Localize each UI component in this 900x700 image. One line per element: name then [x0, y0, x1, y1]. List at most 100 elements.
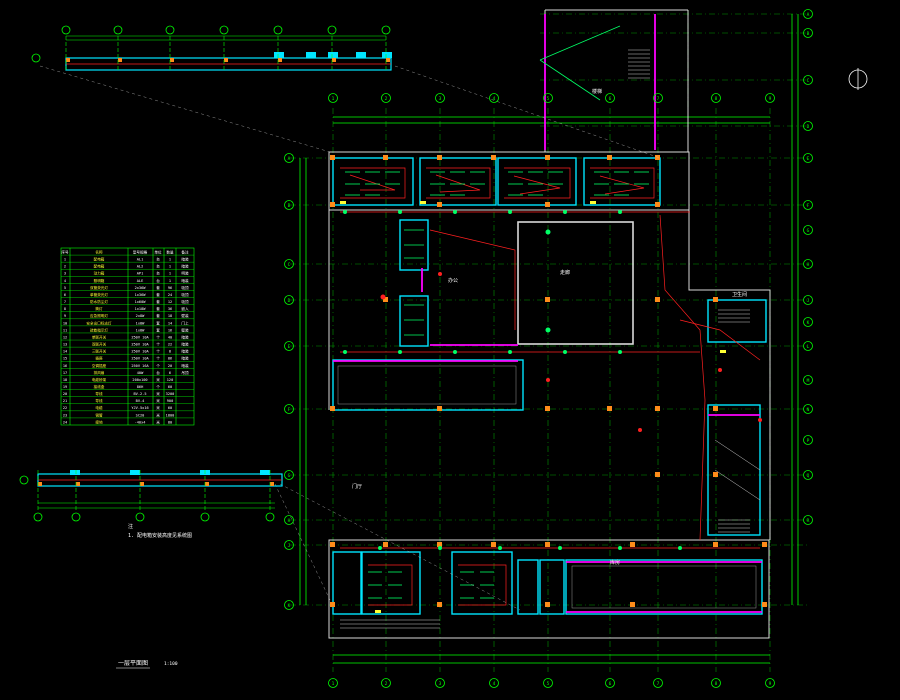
legend-cell: 米: [156, 412, 160, 417]
right-axis-N-label: N: [807, 407, 810, 413]
legend-cell: 暗装: [181, 363, 189, 368]
top-axis-6-label: 6: [609, 96, 612, 102]
detail-strip-bottom: [19, 470, 283, 522]
bottom-axis-6-label: 6: [609, 681, 612, 687]
legend-cell: 23: [63, 413, 67, 417]
legend-cell: 7: [64, 300, 66, 304]
legend-cell: 接线盒: [94, 384, 105, 389]
legend-cell: 暗装: [181, 257, 189, 262]
top-axis-4-bubble: [489, 93, 499, 103]
legend-cell: 双联开关: [92, 342, 107, 347]
legend-cell: 单联开关: [92, 334, 107, 339]
top-axis-3-label: 3: [439, 96, 442, 102]
legend-cell: 1: [169, 279, 171, 283]
legend-cell: 套: [156, 292, 160, 297]
legend-header-cell: 备注: [181, 249, 189, 254]
legend-cell: 米: [156, 405, 160, 410]
right-axis-Q-label: Q: [807, 473, 810, 479]
right-axis-D-label: D: [807, 124, 810, 130]
legend-cell: 套: [156, 299, 160, 304]
ceiling-lights: [343, 210, 682, 550]
outer-walls: [328, 9, 771, 639]
bottom-axis-6-bubble: [605, 678, 615, 688]
legend-cell: 配电箱: [94, 257, 105, 262]
legend-cell: SC20: [136, 413, 145, 417]
bottom-axis-7-label: 7: [657, 681, 660, 687]
legend-cell: AL1: [137, 258, 144, 262]
legend-cell: 套: [156, 320, 160, 325]
legend-cell: 台: [156, 278, 160, 283]
note-title: 注: [128, 523, 133, 530]
detail-strip-top: [31, 25, 392, 72]
legend-cell: 1800: [166, 413, 175, 417]
top-axis-4-label: 4: [493, 96, 496, 102]
legend-cell: 门上: [181, 320, 189, 325]
right-axis-N-bubble: [803, 404, 813, 414]
interior-walls: [332, 157, 767, 615]
legend-cell: 5: [64, 286, 66, 290]
legend-cell: 吸顶: [181, 285, 189, 290]
legend-cell: 套: [156, 313, 160, 318]
legend-cell: 暗装: [181, 278, 189, 283]
legend-cell: 1x8W: [136, 328, 145, 332]
legend-cell: 暗装: [181, 334, 189, 339]
legend-cell: 18: [63, 378, 67, 382]
bottom-axis-7-bubble: [653, 678, 663, 688]
legend-cell: 壁装: [181, 327, 189, 332]
bottom-axis-4-bubble: [489, 678, 499, 688]
legend-cell: 6: [169, 371, 171, 375]
left-axis-J-label: J: [288, 543, 291, 549]
legend-cell: 1: [169, 265, 171, 269]
right-axis-L-bubble: [803, 341, 813, 351]
legend-cell: 250V 10A: [131, 350, 149, 354]
right-axis-E-bubble: [803, 153, 813, 163]
legend-cell: 60: [168, 406, 172, 410]
room-label-stair: 楼梯: [592, 88, 602, 95]
legend-cell: 3: [64, 272, 66, 276]
top-axis-1-bubble: [328, 93, 338, 103]
right-axis-C-label: C: [807, 78, 810, 84]
bottom-axis-1-label: 1: [332, 681, 335, 687]
right-axis-F-bubble: [803, 200, 813, 210]
legend-cell: -40x4: [135, 420, 146, 424]
room-labels: 楼梯 门厅 办公 走廊 库房 卫生间: [352, 88, 747, 566]
legend-cell: 11: [63, 328, 67, 332]
legend-cell: 19: [63, 385, 67, 389]
left-axis-K-label: K: [288, 603, 291, 609]
columns: [330, 155, 767, 607]
right-axis-P-bubble: [803, 435, 813, 445]
legend-cell: 86: [168, 357, 172, 361]
right-axis-F-label: F: [807, 203, 810, 209]
legend-cell: 套: [156, 327, 160, 332]
legend-cell: 空调插座: [92, 363, 107, 368]
legend-cell: 900: [167, 399, 174, 403]
legend-cell: 嵌入: [181, 306, 189, 311]
bottom-axis-2-label: 2: [385, 681, 388, 687]
left-axis-F-bubble: [284, 404, 294, 414]
room-label-hall: 门厅: [352, 483, 362, 490]
right-axis-H-label: H: [807, 262, 810, 268]
legend-header-cell: 型号规格: [133, 249, 148, 254]
legend-cell: 米: [156, 377, 160, 382]
legend-cell: 电缆: [95, 405, 103, 410]
top-axis-5-label: 5: [547, 96, 550, 102]
legend-cell: 米: [156, 419, 160, 424]
bottom-axis-2-bubble: [381, 678, 391, 688]
legend-cell: 86H: [137, 385, 144, 389]
right-axis-G-bubble: [803, 225, 813, 235]
legend-cell: AP1: [137, 272, 144, 276]
top-axis-2-label: 2: [385, 96, 388, 102]
power-wiring: [340, 167, 761, 606]
legend-cell: 米: [156, 391, 160, 396]
legend-cell: 个: [156, 334, 160, 339]
legend-cell: 1x36W: [135, 293, 147, 297]
drawing-title-block: 一层平面图 1:100: [116, 660, 178, 669]
legend-cell: 24: [63, 420, 67, 424]
legend-cell: 1x18W: [135, 307, 147, 311]
legend-table-frame: [60, 247, 195, 426]
bottom-axis-4-label: 4: [493, 681, 496, 687]
note-line: 1. 配电箱安装高度见系统图: [128, 532, 192, 539]
legend-cell: 20: [63, 392, 67, 396]
legend-cell: 单管荧光灯: [90, 292, 108, 297]
